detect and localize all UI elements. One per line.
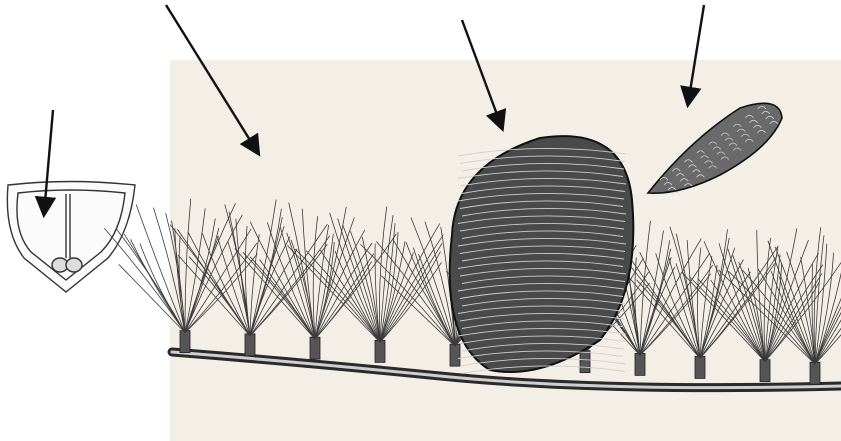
seed-cross-section bbox=[7, 182, 135, 293]
